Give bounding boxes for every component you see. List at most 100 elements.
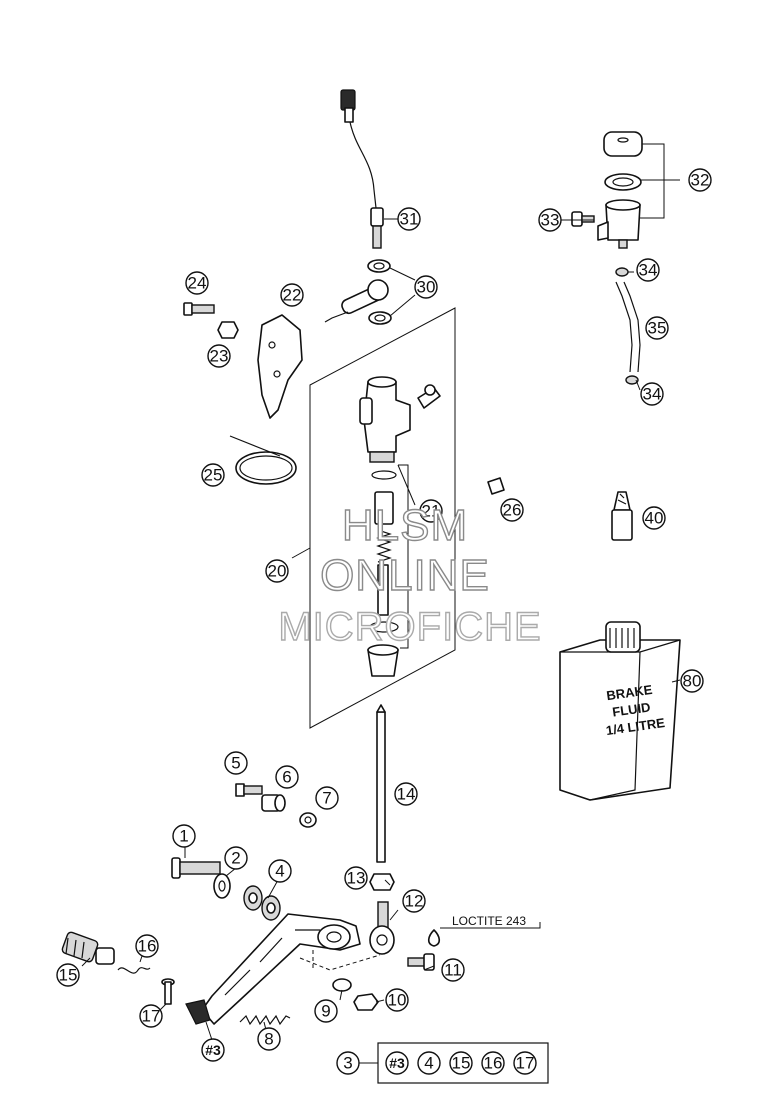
callout-34-top: 34 bbox=[636, 258, 660, 282]
svg-text:8: 8 bbox=[264, 1030, 273, 1049]
spring-8 bbox=[239, 1014, 291, 1026]
bolt-24 bbox=[183, 302, 215, 316]
svg-text:24: 24 bbox=[188, 274, 207, 293]
nut-10 bbox=[353, 993, 379, 1011]
callout-33: 33 bbox=[538, 208, 562, 232]
brake-pedal bbox=[185, 913, 361, 1025]
callout-21: 21 bbox=[419, 499, 443, 523]
svg-text:11: 11 bbox=[444, 961, 462, 980]
callout-8: 8 bbox=[257, 1027, 281, 1051]
callout-20: 20 bbox=[265, 559, 289, 583]
callout-5: 5 bbox=[224, 751, 248, 775]
callout-11: 11 bbox=[441, 958, 465, 982]
svg-text:21: 21 bbox=[422, 502, 441, 521]
kit-item-3: 15 bbox=[449, 1051, 473, 1075]
grommet-26 bbox=[487, 477, 505, 495]
svg-text:3: 3 bbox=[343, 1054, 352, 1073]
loctite-note: LOCTITE 243 bbox=[452, 914, 526, 928]
callout-10: 10 bbox=[385, 988, 409, 1012]
loctite-tube bbox=[611, 491, 633, 541]
callout-80: 80 bbox=[680, 669, 704, 693]
reservoir bbox=[597, 131, 665, 249]
assembly-dashes bbox=[299, 950, 381, 971]
watermark-line-2: ONLINE bbox=[320, 551, 490, 600]
callout-1: 1 bbox=[172, 824, 196, 848]
nut-23 bbox=[217, 321, 239, 339]
svg-text:2: 2 bbox=[231, 849, 240, 868]
pedal-tip bbox=[61, 931, 115, 965]
svg-text:10: 10 bbox=[388, 991, 407, 1010]
screw-33 bbox=[571, 211, 595, 227]
svg-text:33: 33 bbox=[541, 211, 560, 230]
callout-17: 17 bbox=[139, 1004, 163, 1028]
svg-text:14: 14 bbox=[397, 785, 416, 804]
kit-item-2: 4 bbox=[417, 1051, 441, 1075]
callout-3-pedal: #3 bbox=[201, 1038, 225, 1062]
screw-5 bbox=[235, 783, 263, 797]
callout-6: 6 bbox=[275, 765, 299, 789]
pin-17 bbox=[161, 978, 175, 1005]
callout-40: 40 bbox=[642, 506, 666, 530]
svg-text:26: 26 bbox=[503, 501, 522, 520]
svg-text:#3: #3 bbox=[205, 1042, 221, 1058]
clevis bbox=[369, 901, 395, 955]
watermark-line-3: MICROFICHE bbox=[278, 605, 541, 649]
brake-fluid-bottle: BRAKE FLUID 1/4 LITRE bbox=[559, 621, 681, 801]
svg-text:7: 7 bbox=[322, 789, 331, 808]
heel-guard bbox=[257, 314, 303, 419]
svg-text:30: 30 bbox=[417, 278, 436, 297]
banjo-fitting bbox=[324, 259, 392, 325]
svg-text:16: 16 bbox=[138, 937, 157, 956]
svg-text:34: 34 bbox=[643, 385, 662, 404]
callout-13: 13 bbox=[344, 866, 368, 890]
svg-text:20: 20 bbox=[268, 562, 287, 581]
callout-31: 31 bbox=[397, 207, 421, 231]
callout-32: 32 bbox=[688, 168, 712, 192]
kit-box: #3 4 15 16 17 bbox=[359, 1042, 549, 1084]
brake-light-switch bbox=[340, 89, 384, 249]
callout-24: 24 bbox=[185, 271, 209, 295]
washer-2 bbox=[213, 873, 231, 899]
watermark-line-1: HLSM bbox=[342, 501, 468, 550]
svg-text:15: 15 bbox=[452, 1054, 471, 1073]
master-cylinder-internals bbox=[367, 464, 409, 677]
svg-text:15: 15 bbox=[59, 966, 78, 985]
callout-16: 16 bbox=[135, 934, 159, 958]
callout-9: 9 bbox=[314, 999, 338, 1023]
nut-13 bbox=[369, 873, 395, 891]
svg-text:32: 32 bbox=[691, 171, 710, 190]
svg-text:#3: #3 bbox=[389, 1055, 405, 1071]
callout-15: 15 bbox=[56, 963, 80, 987]
push-rod bbox=[376, 704, 386, 863]
svg-text:6: 6 bbox=[282, 768, 291, 787]
hose-clamp-bottom bbox=[625, 375, 639, 385]
loctite-drop bbox=[427, 929, 441, 947]
bearings-4 bbox=[243, 885, 281, 921]
spacer-6 bbox=[261, 794, 286, 812]
svg-text:5: 5 bbox=[231, 754, 240, 773]
washer-9 bbox=[332, 978, 352, 992]
svg-text:35: 35 bbox=[648, 319, 667, 338]
bolt-1 bbox=[171, 857, 221, 879]
svg-text:16: 16 bbox=[484, 1054, 503, 1073]
bottle-label-line-1: BRAKE bbox=[605, 682, 653, 703]
svg-text:4: 4 bbox=[424, 1054, 433, 1073]
svg-text:80: 80 bbox=[683, 672, 702, 691]
svg-text:4: 4 bbox=[275, 862, 284, 881]
svg-text:22: 22 bbox=[283, 286, 302, 305]
nut-7 bbox=[299, 812, 317, 828]
hose-35 bbox=[615, 281, 641, 373]
svg-text:17: 17 bbox=[516, 1054, 535, 1073]
svg-text:34: 34 bbox=[639, 261, 658, 280]
kit-item-4: 16 bbox=[481, 1051, 505, 1075]
kit-item-5: 17 bbox=[513, 1051, 537, 1075]
callout-2: 2 bbox=[224, 846, 248, 870]
callout-7: 7 bbox=[315, 786, 339, 810]
svg-text:13: 13 bbox=[347, 869, 366, 888]
bolt-11 bbox=[407, 953, 435, 971]
callout-3: 3 bbox=[336, 1051, 360, 1075]
hose-clamp-top bbox=[615, 267, 629, 277]
callout-34-bottom: 34 bbox=[640, 382, 664, 406]
callout-22: 22 bbox=[280, 283, 304, 307]
